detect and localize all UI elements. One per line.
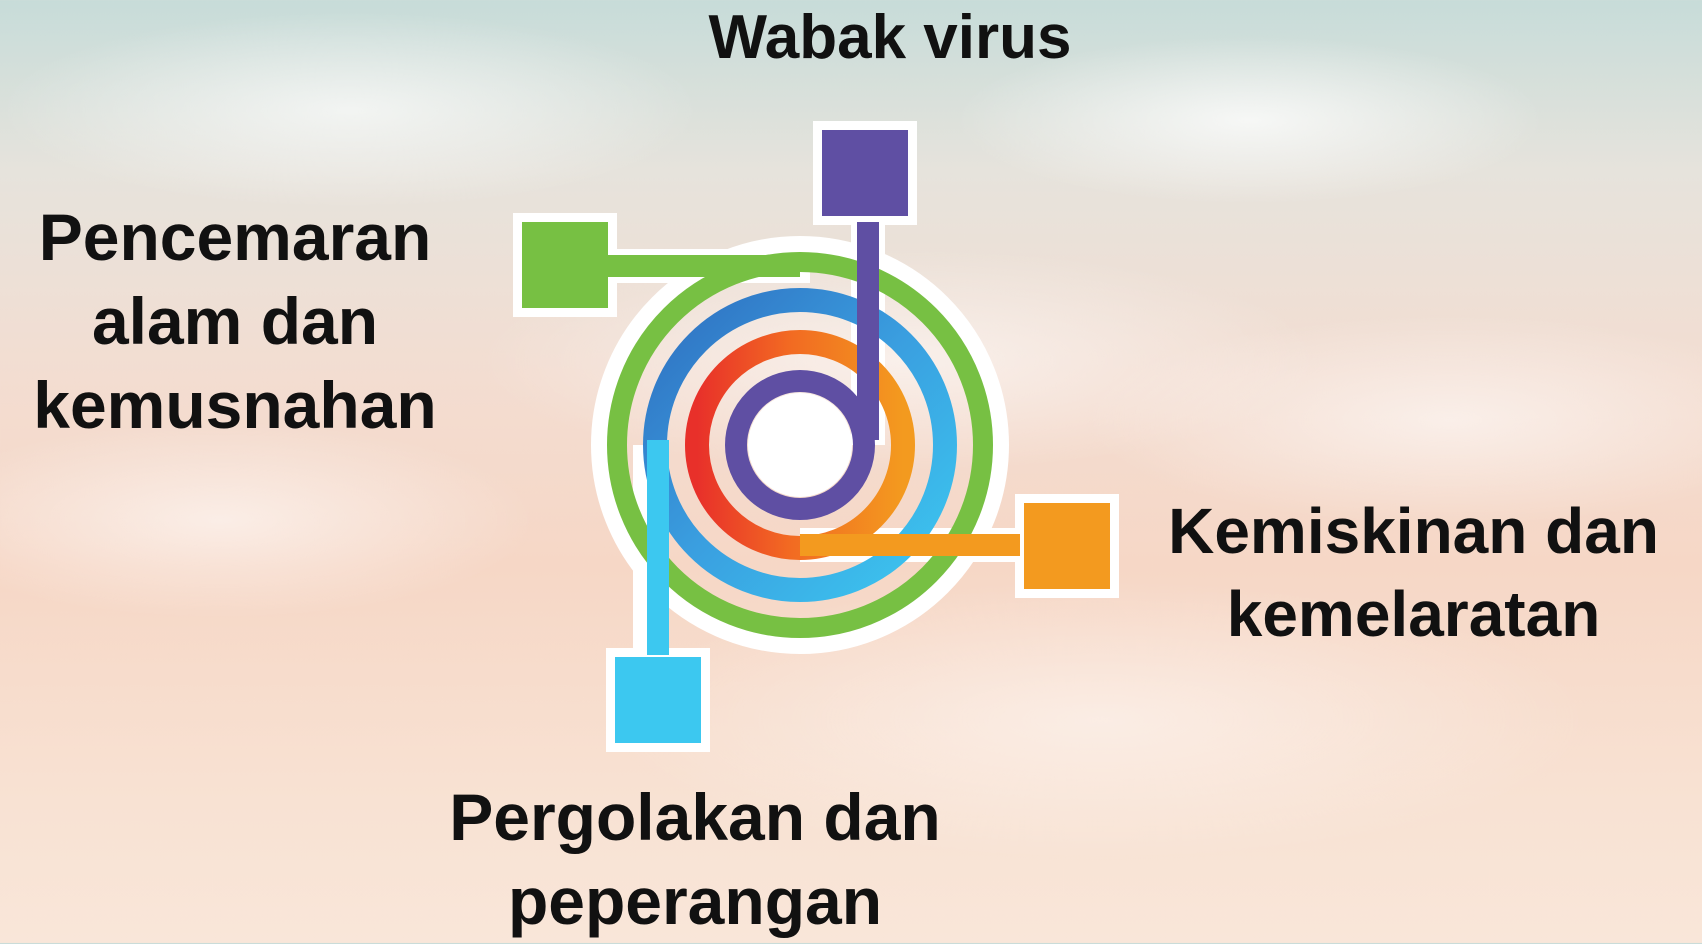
label-kemiskinan: Kemiskinan dan kemelaratan (1125, 490, 1702, 656)
label-right-line-2: kemelaratan (1226, 578, 1601, 651)
label-left-line-2: alam dan (91, 283, 379, 358)
label-pencemaran: Pencemaran alam dan kemusnahan (0, 196, 470, 447)
label-bottom-line-1: Pergolakan dan (449, 780, 941, 854)
box-right (1024, 503, 1110, 589)
box-left (522, 222, 608, 308)
label-bottom-line-2: peperangan (507, 863, 883, 938)
center-hole (748, 393, 852, 497)
ring-purple (725, 370, 875, 520)
label-wabak-virus: Wabak virus (640, 2, 1140, 74)
box-top (822, 130, 908, 216)
label-right-line-1: Kemiskinan dan (1168, 495, 1659, 567)
label-pergolakan: Pergolakan dan peperangan (400, 776, 990, 944)
label-left-line-3: kemusnahan (33, 367, 437, 442)
box-bottom (615, 657, 701, 743)
label-top-text: Wabak virus (708, 3, 1072, 72)
label-left-line-1: Pencemaran (38, 200, 432, 274)
